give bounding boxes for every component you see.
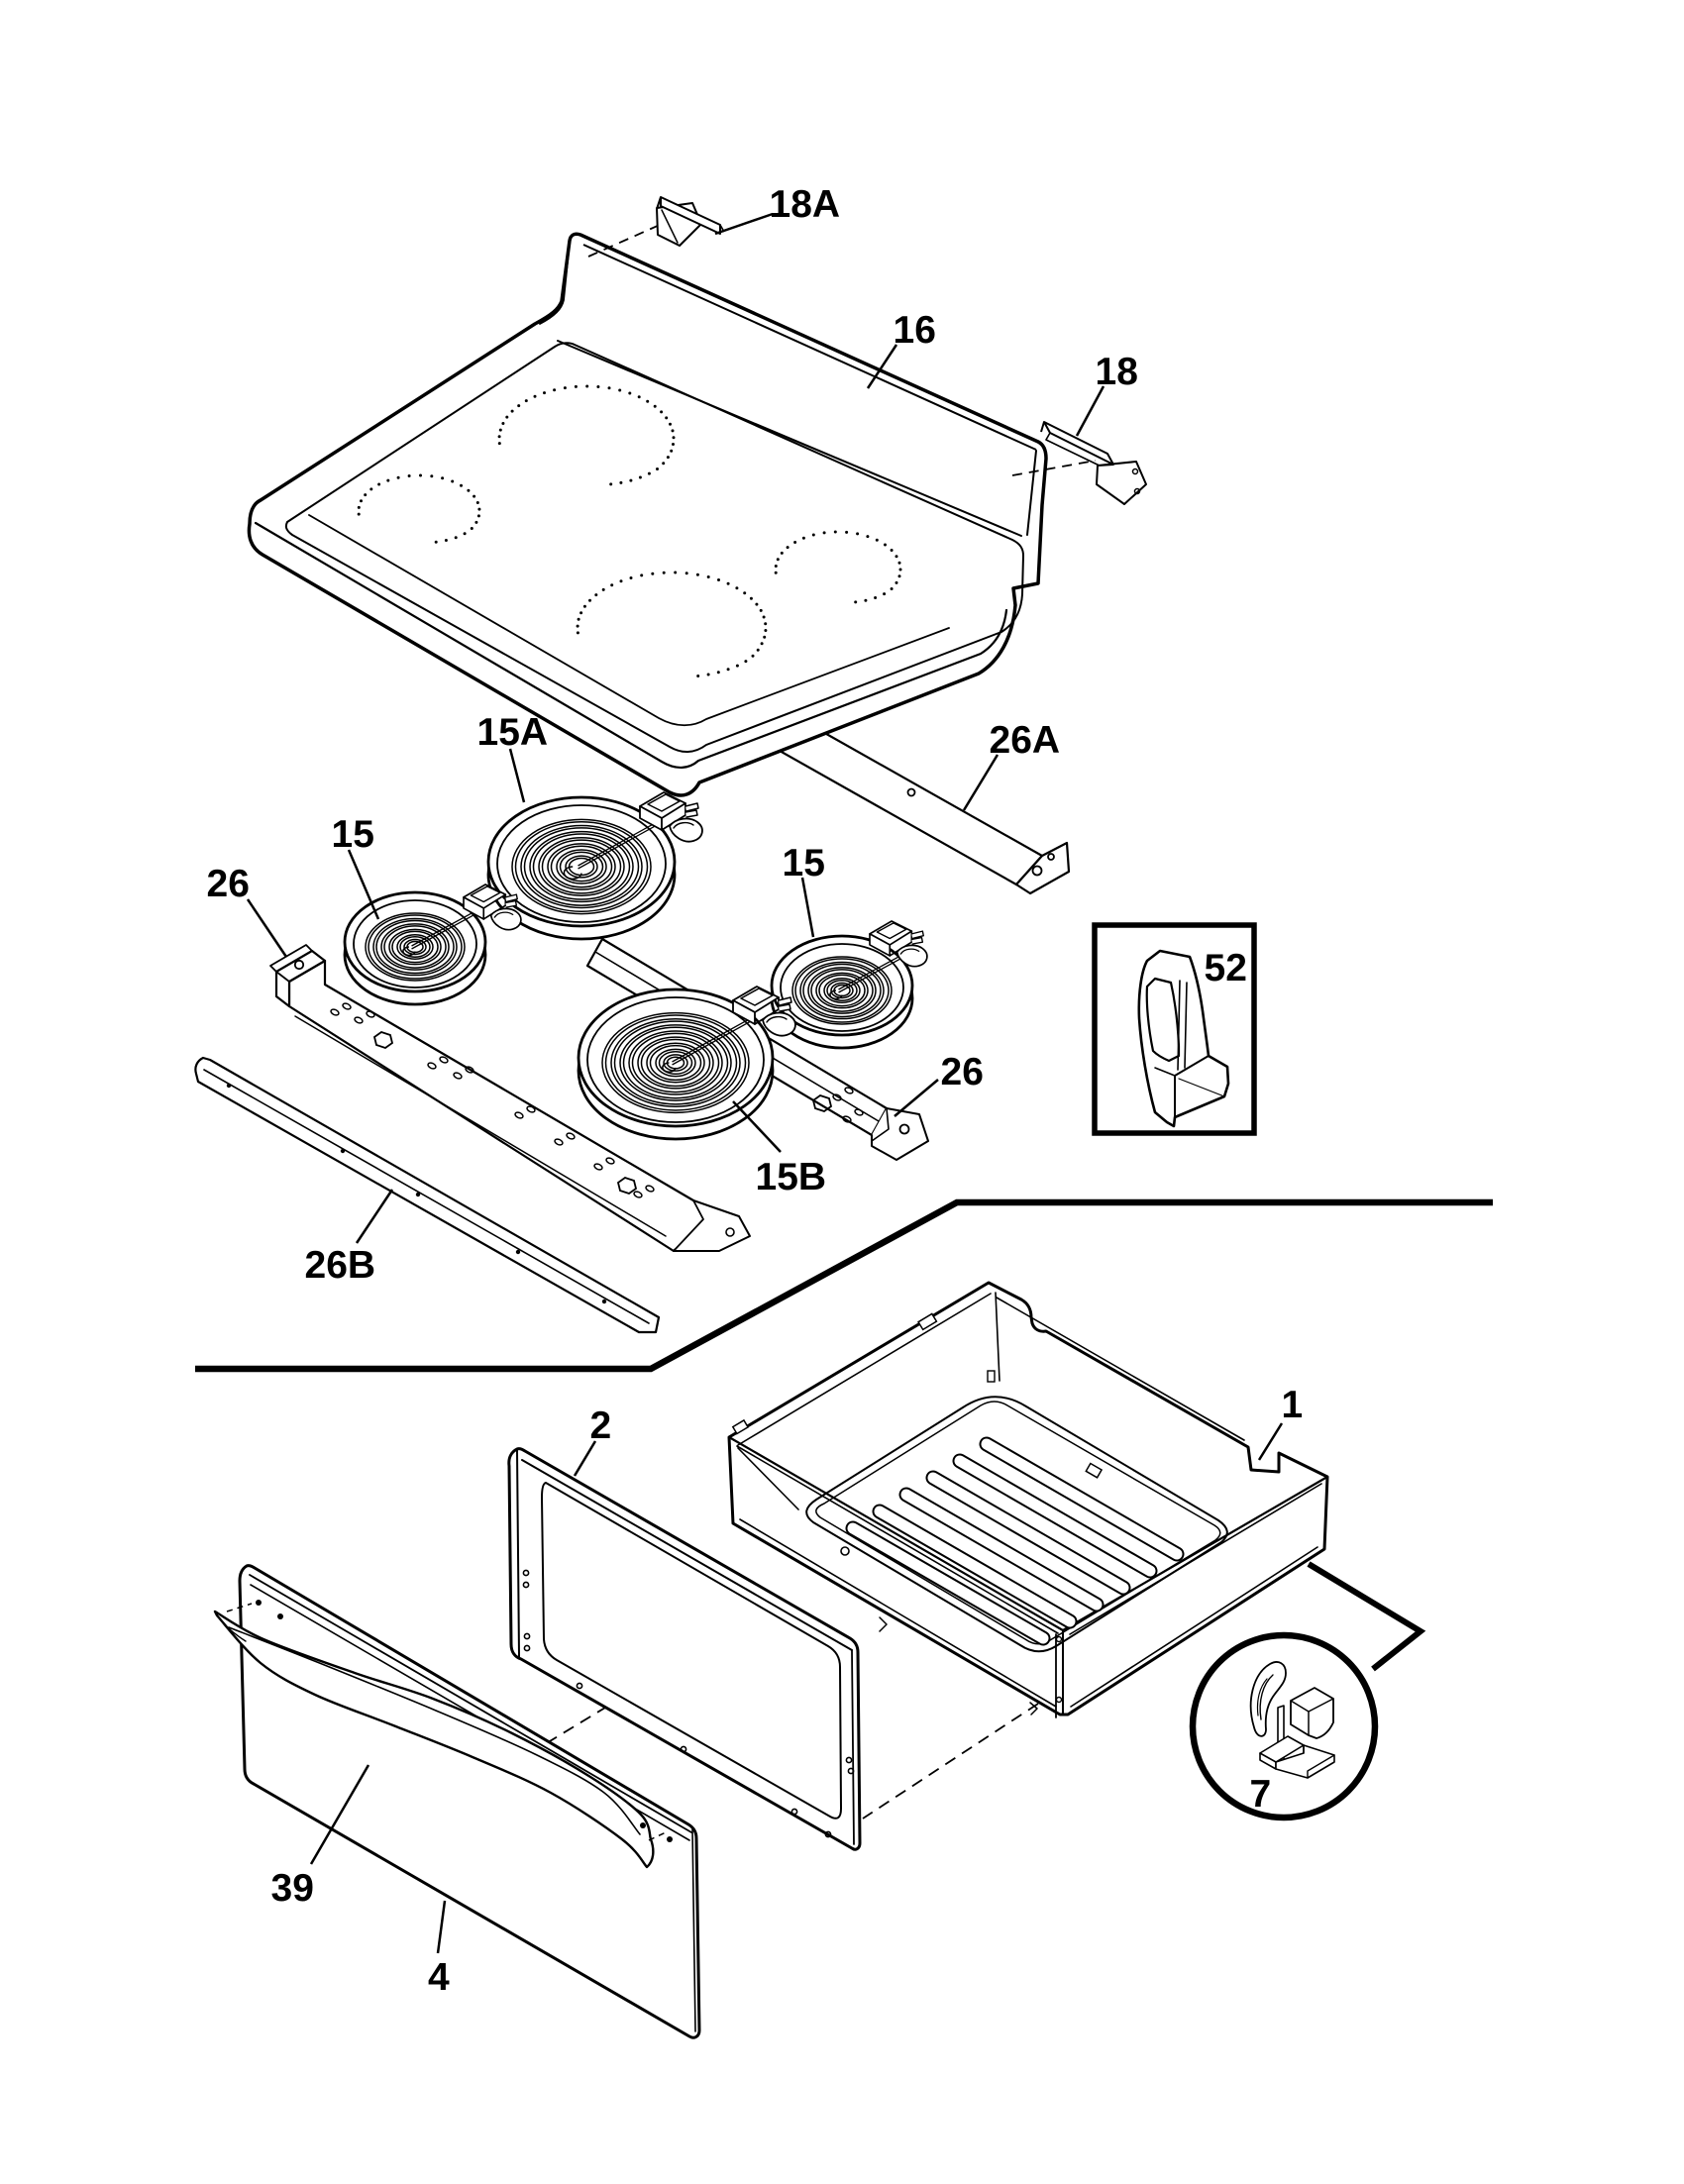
svg-text:7: 7 bbox=[1250, 1773, 1272, 1816]
svg-text:26B: 26B bbox=[305, 1244, 376, 1287]
svg-text:15: 15 bbox=[332, 813, 374, 856]
svg-text:1: 1 bbox=[1282, 1384, 1304, 1426]
svg-text:18A: 18A bbox=[770, 183, 841, 226]
svg-text:15A: 15A bbox=[477, 711, 549, 754]
svg-text:16: 16 bbox=[894, 309, 936, 352]
svg-text:26: 26 bbox=[941, 1051, 984, 1093]
svg-text:39: 39 bbox=[271, 1867, 314, 1910]
svg-text:2: 2 bbox=[590, 1404, 612, 1447]
svg-text:52: 52 bbox=[1205, 947, 1247, 989]
svg-text:15B: 15B bbox=[756, 1156, 827, 1198]
svg-text:4: 4 bbox=[428, 1956, 450, 1999]
svg-text:26A: 26A bbox=[990, 719, 1061, 762]
svg-text:26: 26 bbox=[207, 863, 250, 905]
svg-text:18: 18 bbox=[1096, 351, 1138, 393]
